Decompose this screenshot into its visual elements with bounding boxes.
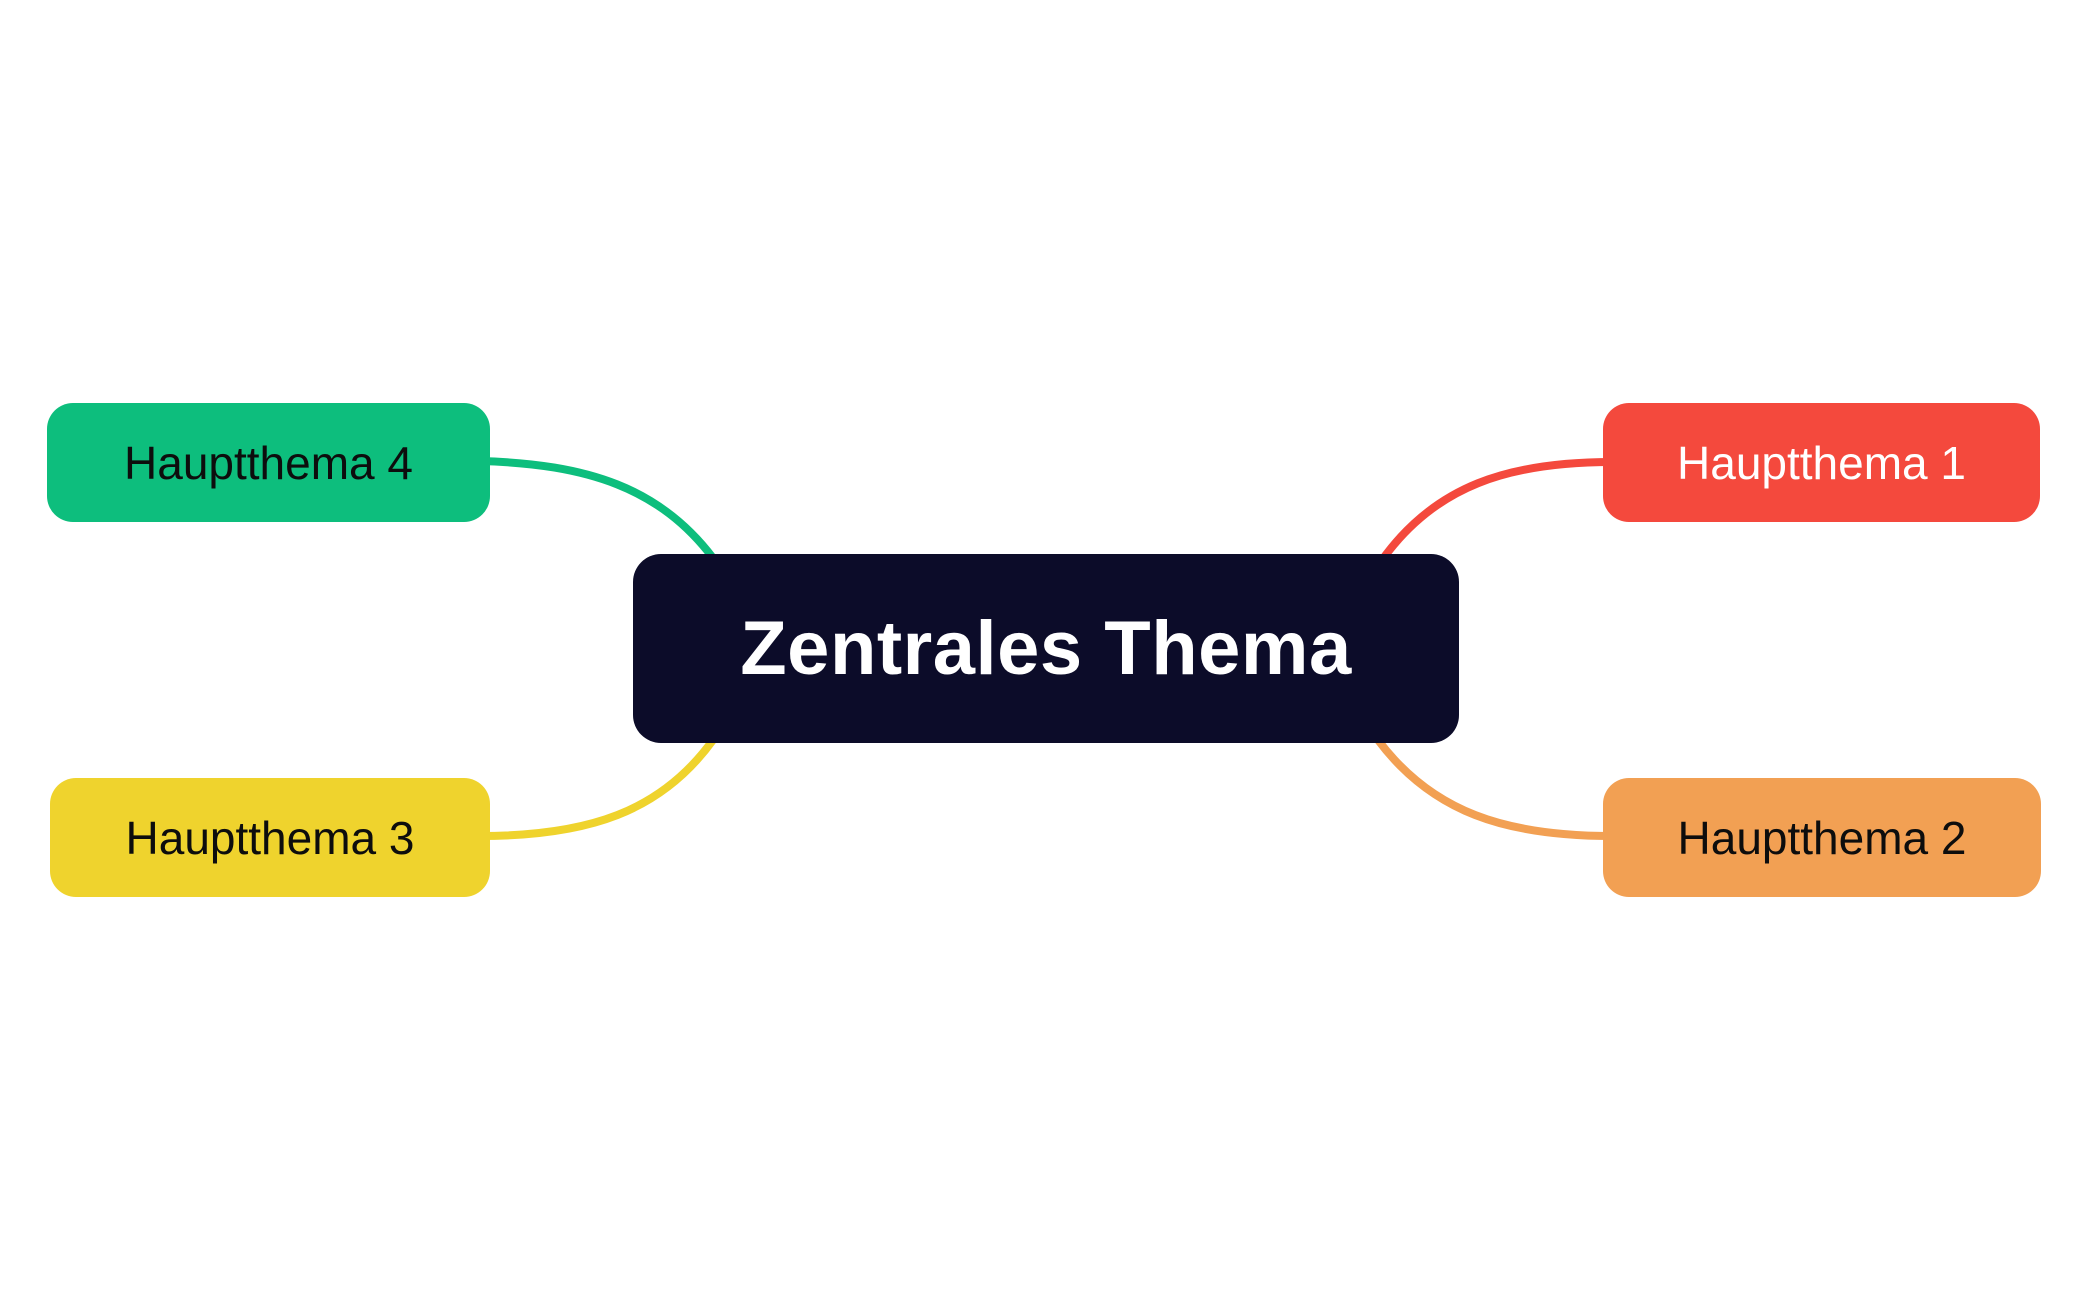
central-topic-node[interactable]: Zentrales Thema bbox=[633, 554, 1459, 743]
branch-node-hauptthema-1[interactable]: Hauptthema 1 bbox=[1603, 403, 2040, 522]
branch-node-hauptthema-2[interactable]: Hauptthema 2 bbox=[1603, 778, 2041, 897]
central-topic-label: Zentrales Thema bbox=[740, 606, 1352, 691]
connector-branch-3 bbox=[476, 736, 717, 840]
branch-label: Hauptthema 4 bbox=[124, 436, 413, 489]
connector-branch-1 bbox=[1378, 458, 1616, 564]
branch-label: Hauptthema 1 bbox=[1677, 436, 1966, 489]
branch-label: Hauptthema 2 bbox=[1677, 811, 1967, 864]
branch-label: Hauptthema 3 bbox=[125, 811, 415, 864]
branch-node-hauptthema-4[interactable]: Hauptthema 4 bbox=[47, 403, 490, 522]
branch-node-hauptthema-3[interactable]: Hauptthema 3 bbox=[50, 778, 490, 897]
connector-branch-4 bbox=[476, 457, 717, 562]
connector-branch-2 bbox=[1374, 736, 1616, 840]
